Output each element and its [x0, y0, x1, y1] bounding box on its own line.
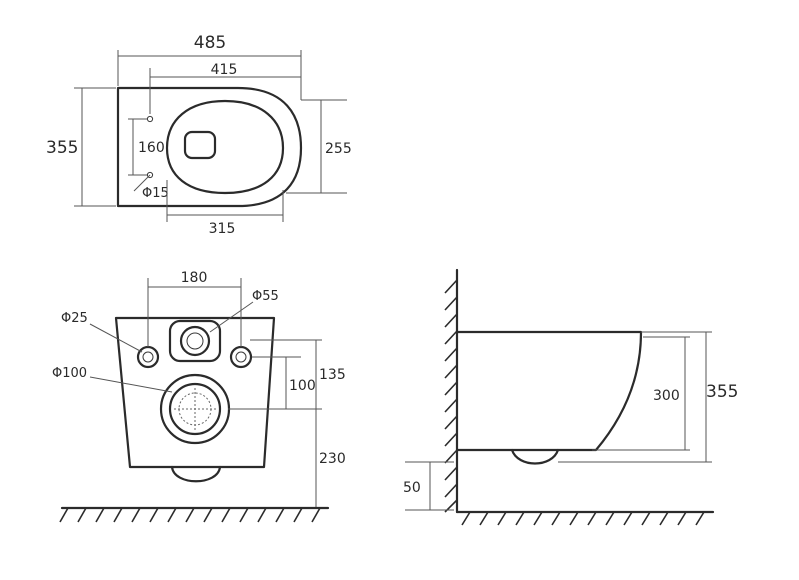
dim-label-135: 135: [319, 367, 346, 383]
front-view-floor-hatching: [59, 507, 321, 523]
dim-label-355-top: 355: [46, 138, 78, 158]
side-view-floor-hatching: [461, 511, 705, 526]
top-view-bowl-opening: [165, 99, 285, 195]
front-view-inlet: [168, 319, 222, 363]
front-view-fixing-hole-right: [229, 345, 253, 369]
side-view: 300 355 50: [403, 268, 738, 526]
dim-label-230: 230: [319, 451, 346, 467]
side-view-wall-hatching: [444, 279, 458, 513]
side-view-bowl-base: [510, 448, 560, 465]
leader-phi15: [133, 174, 151, 192]
top-view: 485 415 355 160 Φ15 255 315: [46, 33, 352, 237]
dim-label-phi55: Φ55: [252, 289, 279, 304]
top-view-flush-hole: [183, 130, 217, 160]
top-view-bolt-hole-lower: [146, 171, 154, 179]
dim-label-255: 255: [325, 141, 352, 157]
dim-label-355-side: 355: [706, 382, 738, 402]
dim-label-415: 415: [211, 62, 238, 78]
leader-phi25: [89, 323, 143, 353]
front-view: 180 Φ55 Φ25 Φ100 135 100 230: [52, 270, 346, 523]
dim-label-phi100: Φ100: [52, 366, 87, 381]
front-view-outline: [114, 316, 276, 469]
dim-label-50: 50: [403, 480, 421, 496]
front-view-base-bowl: [170, 465, 222, 483]
dim-label-485: 485: [194, 33, 226, 53]
dim-label-160: 160: [138, 140, 165, 156]
dim-label-phi25: Φ25: [61, 311, 88, 326]
dim-label-180: 180: [181, 270, 208, 286]
leader-phi100: [89, 376, 173, 393]
side-view-bowl-outline: [455, 330, 643, 452]
dim-label-300: 300: [653, 388, 680, 404]
dim-label-100: 100: [289, 378, 316, 394]
dim-label-315: 315: [209, 221, 236, 237]
top-view-bolt-hole-upper: [146, 115, 154, 123]
front-view-fixing-hole-left: [136, 345, 160, 369]
top-view-outline: [116, 86, 303, 208]
dim-label-phi15: Φ15: [142, 186, 169, 201]
leader-phi55: [209, 301, 254, 333]
